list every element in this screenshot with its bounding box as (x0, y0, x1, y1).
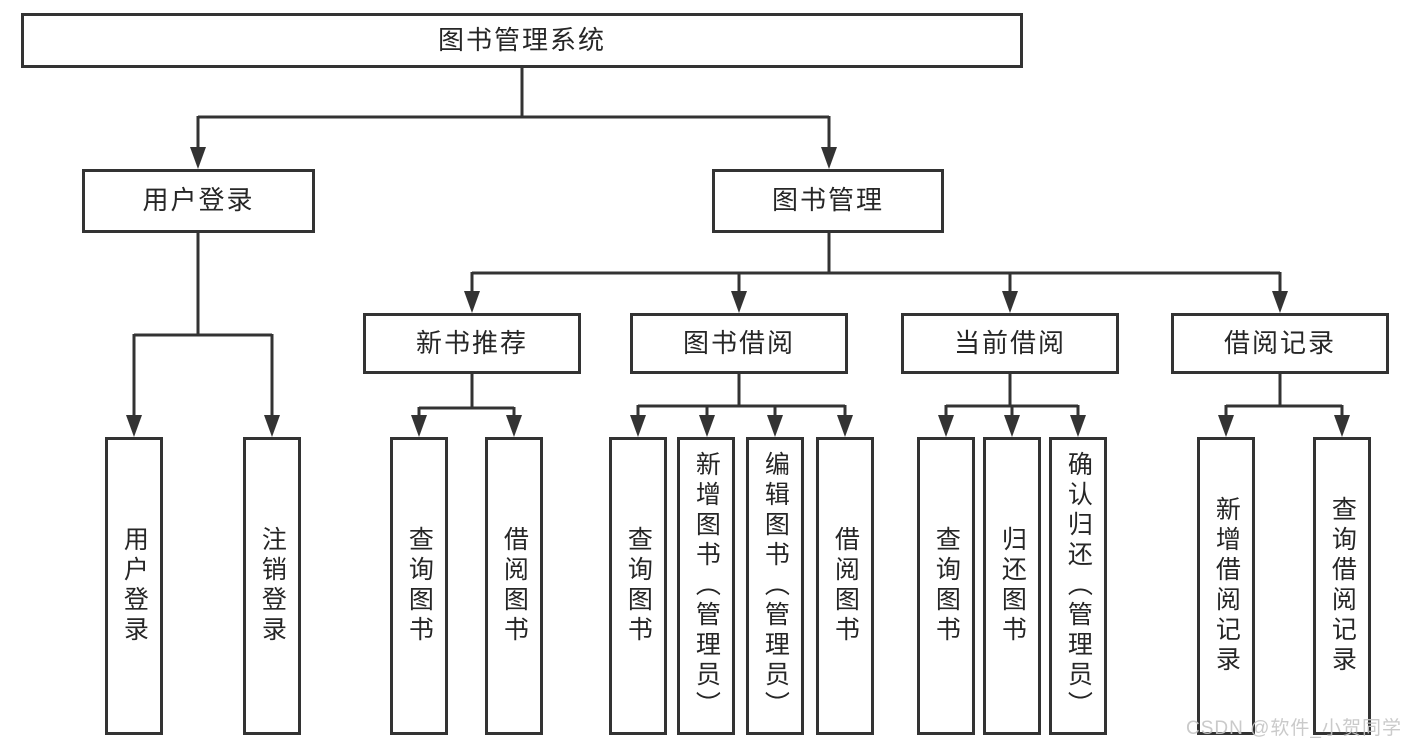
leaf-return-book-label: 归还图书 (998, 526, 1027, 646)
leaf-query-books-current: 查询图书 (917, 437, 975, 735)
leaf-query-books-borrow: 查询图书 (609, 437, 667, 735)
node-root-label: 图书管理系统 (437, 24, 606, 55)
node-root: 图书管理系统 (21, 13, 1023, 68)
leaf-add-borrow-record: 新增借阅记录 (1197, 437, 1255, 735)
leaf-query-books-borrow-label: 查询图书 (624, 526, 653, 646)
leaf-query-borrow-record-label: 查询借阅记录 (1328, 496, 1357, 676)
leaf-edit-book-admin-label: 编辑图书（管理员） (761, 451, 790, 721)
node-borrowing-records: 借阅记录 (1171, 313, 1389, 374)
node-borrowing-records-label: 借阅记录 (1223, 327, 1336, 358)
csdn-watermark: CSDN @软件_小贺同学 (1186, 718, 1402, 739)
node-book-management: 图书管理 (712, 169, 944, 233)
leaf-borrow-books-recommend: 借阅图书 (485, 437, 543, 735)
node-book-management-label: 图书管理 (771, 185, 884, 216)
leaf-user-login: 用户登录 (105, 437, 163, 735)
node-user-login-label: 用户登录 (142, 185, 255, 216)
leaf-query-borrow-record: 查询借阅记录 (1313, 437, 1371, 735)
leaf-add-book-admin-label: 新增图书（管理员） (692, 451, 721, 721)
node-user-login: 用户登录 (82, 169, 315, 233)
leaf-query-books-current-label: 查询图书 (932, 526, 961, 646)
node-current-borrowing-label: 当前借阅 (953, 327, 1066, 358)
leaf-add-book-admin: 新增图书（管理员） (677, 437, 735, 735)
leaf-borrow-books: 借阅图书 (816, 437, 874, 735)
node-current-borrowing: 当前借阅 (901, 313, 1119, 374)
leaf-logout: 注销登录 (243, 437, 301, 735)
leaf-query-books-recommend-label: 查询图书 (405, 526, 434, 646)
node-new-book-recommend-label: 新书推荐 (415, 327, 528, 358)
leaf-return-book: 归还图书 (983, 437, 1041, 735)
leaf-add-borrow-record-label: 新增借阅记录 (1212, 496, 1241, 676)
leaf-confirm-return-admin-label: 确认归还（管理员） (1064, 451, 1093, 721)
leaf-borrow-books-recommend-label: 借阅图书 (500, 526, 529, 646)
node-book-borrowing: 图书借阅 (630, 313, 848, 374)
leaf-confirm-return-admin: 确认归还（管理员） (1049, 437, 1107, 735)
leaf-edit-book-admin: 编辑图书（管理员） (746, 437, 804, 735)
leaf-user-login-label: 用户登录 (120, 526, 149, 646)
node-book-borrowing-label: 图书借阅 (682, 327, 795, 358)
leaf-borrow-books-label: 借阅图书 (831, 526, 860, 646)
leaf-query-books-recommend: 查询图书 (390, 437, 448, 735)
leaf-logout-label: 注销登录 (258, 526, 287, 646)
node-new-book-recommend: 新书推荐 (363, 313, 581, 374)
